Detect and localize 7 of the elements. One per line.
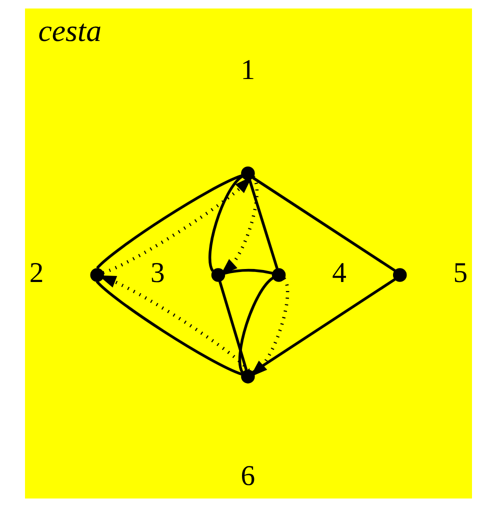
diagram-title: cesta	[38, 14, 102, 48]
node-label: 4	[332, 256, 346, 289]
node-label: 3	[150, 256, 165, 289]
node-label: 1	[240, 54, 256, 86]
node-label: 5	[453, 256, 468, 289]
node-label: 2	[29, 256, 44, 289]
node-label: 6	[240, 460, 256, 492]
